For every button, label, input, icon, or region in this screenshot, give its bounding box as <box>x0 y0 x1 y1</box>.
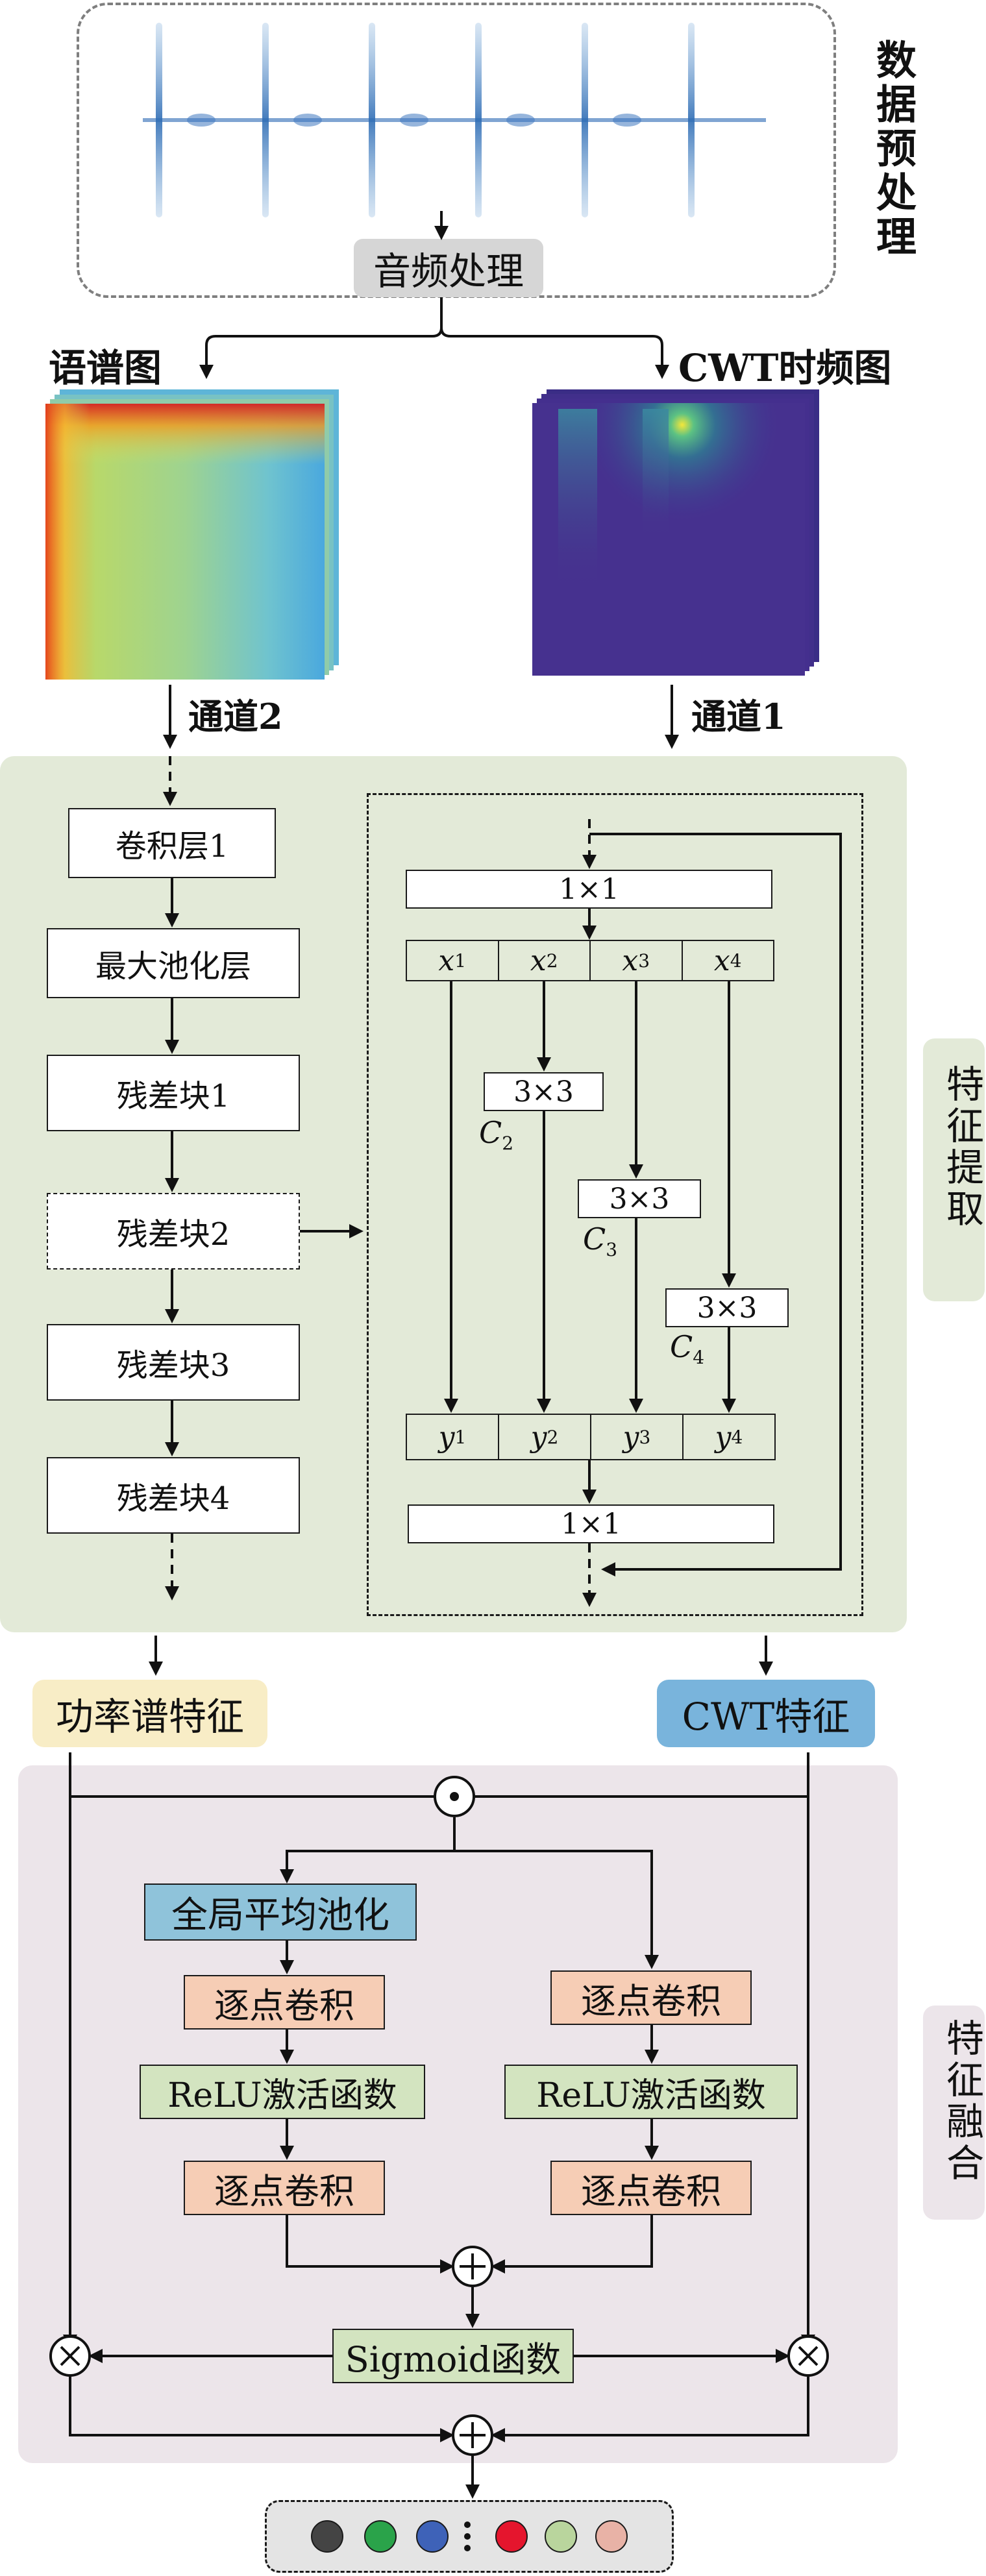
waveform-image <box>143 23 766 217</box>
cwt-image <box>532 389 819 676</box>
feature-extraction-side-bg <box>923 1038 985 1301</box>
conv-layer-1: 卷积层1 <box>68 808 276 878</box>
spectrogram-label: 语谱图 <box>49 346 162 390</box>
pointwise-conv-right-1: 逐点卷积 <box>550 1970 752 2025</box>
res-block-2: 残差块2 <box>47 1193 300 1270</box>
feature-extraction-side-label: 特征提取 <box>940 1064 984 1231</box>
channel1-label: 通道1 <box>691 696 786 737</box>
pointwise-conv-right-2: 逐点卷积 <box>550 2161 752 2215</box>
res2-detail-frame <box>367 793 863 1616</box>
res2-conv-3x3-c3: 3×3 <box>578 1179 701 1218</box>
res2-conv-1x1-bottom: 1×1 <box>408 1504 774 1543</box>
res-block-4: 残差块4 <box>47 1457 300 1534</box>
power-spectrum-feature-label: 功率谱特征 <box>32 1680 267 1747</box>
c4-label: C4 <box>670 1329 705 1369</box>
c2-label: C2 <box>479 1115 514 1155</box>
res2-conv-3x3-c2: 3×3 <box>484 1072 604 1111</box>
relu-left-box: ReLU激活函数 <box>140 2065 425 2119</box>
output-dot-6 <box>595 2520 628 2553</box>
audio-processing-label: 音频处理 <box>354 239 543 297</box>
res2-conv-1x1-top: 1×1 <box>406 870 772 909</box>
pointwise-conv-left-2: 逐点卷积 <box>184 2161 385 2215</box>
feature-fusion-side-bg <box>923 2006 985 2220</box>
pointwise-conv-left-1: 逐点卷积 <box>184 1975 385 2030</box>
output-dot-4 <box>495 2520 528 2553</box>
ellipsis-dot-1 <box>464 2521 471 2528</box>
spectrogram-image <box>45 389 339 680</box>
res-block-3: 残差块3 <box>47 1324 300 1401</box>
relu-right-box: ReLU激活函数 <box>504 2065 798 2119</box>
cwt-image-label: CWT时频图 <box>678 346 892 390</box>
output-dot-5 <box>545 2520 577 2553</box>
output-class-dots <box>311 2520 628 2553</box>
c3-label: C3 <box>583 1221 618 1261</box>
ellipsis-dot-3 <box>464 2545 471 2551</box>
cwt-feature-label: CWT特征 <box>657 1680 875 1747</box>
preprocess-side-label: 数据预处理 <box>869 39 917 260</box>
output-dot-2 <box>364 2520 397 2553</box>
max-pool-layer: 最大池化层 <box>47 928 300 998</box>
res2-conv-3x3-c4: 3×3 <box>665 1288 789 1327</box>
output-dot-1 <box>311 2520 343 2553</box>
ellipsis-dot-2 <box>464 2533 471 2540</box>
sigmoid-box: Sigmoid函数 <box>332 2329 574 2383</box>
global-avg-pool-box: 全局平均池化 <box>144 1883 417 1941</box>
feature-fusion-side-label: 特征融合 <box>940 2018 984 2185</box>
output-dot-3 <box>416 2520 449 2553</box>
res-block-1: 残差块1 <box>47 1055 300 1131</box>
channel2-label: 通道2 <box>188 696 283 737</box>
